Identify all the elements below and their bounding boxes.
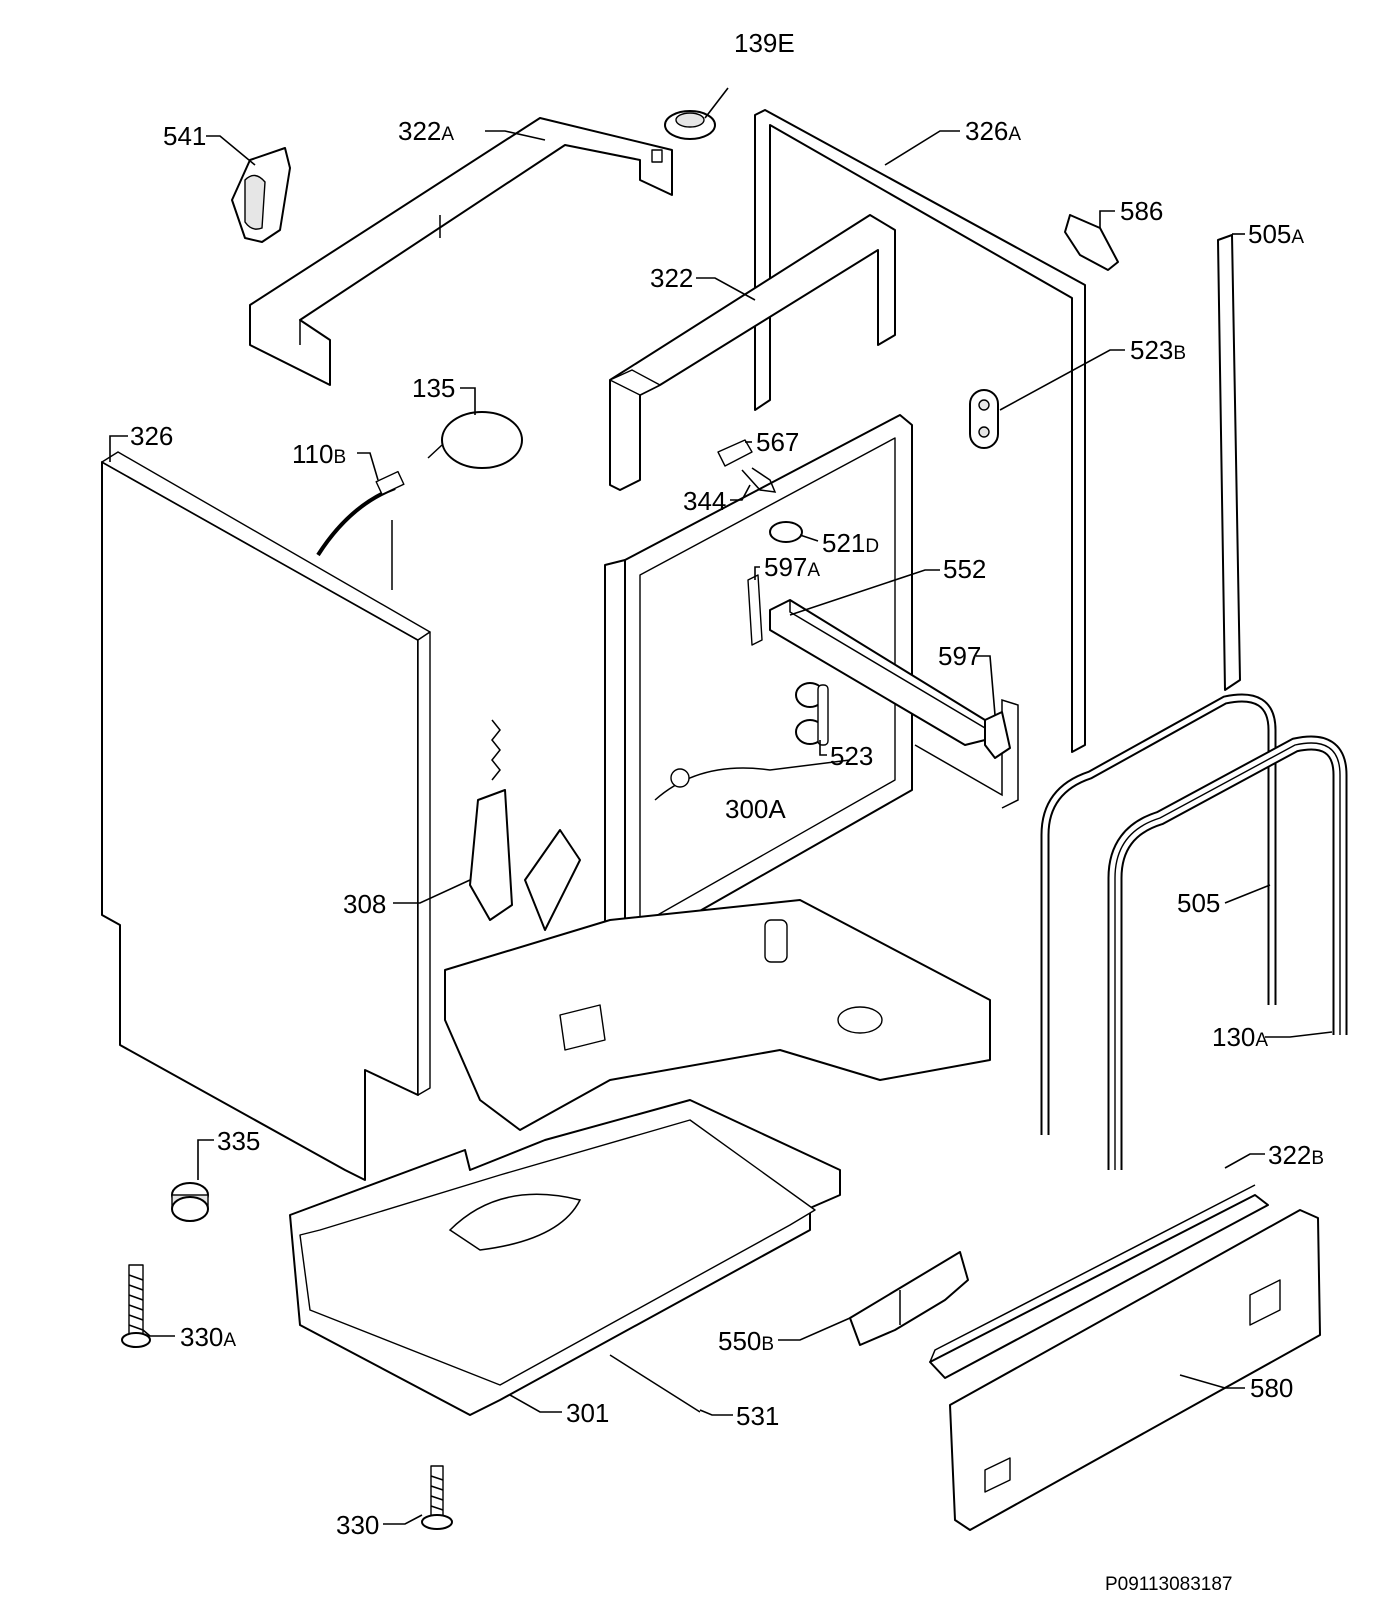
label-135: 135 (412, 373, 455, 403)
label-322a: 322A (398, 116, 454, 146)
top-bracket-322a (249, 117, 673, 386)
screw-330a (121, 1264, 151, 1348)
spring-344 (741, 467, 777, 493)
plug-521d (769, 521, 803, 543)
tub-300a (604, 414, 913, 946)
nut-335 (171, 1182, 209, 1222)
clip-567 (717, 439, 753, 467)
grommet-523b (969, 389, 999, 449)
base-frame (444, 899, 991, 1131)
label-139e: 139E (734, 28, 795, 58)
label-541: 541 (163, 121, 206, 151)
clip-541 (231, 147, 291, 243)
diagram-code: P09113083187 (1105, 1574, 1233, 1595)
label-552: 552 (943, 554, 986, 584)
label-300a: 300A (725, 794, 786, 824)
label-521d: 521D (822, 528, 879, 558)
label-597: 597 (938, 641, 981, 671)
bracket-550b (849, 1251, 969, 1346)
kickplate-580 (949, 1209, 1321, 1531)
label-523: 523 (830, 741, 873, 771)
bushings-523 (795, 682, 829, 746)
label-550b: 550B (718, 1326, 774, 1356)
float-135 (427, 411, 523, 469)
label-580: 580 (1250, 1373, 1293, 1403)
label-523b: 523B (1130, 335, 1186, 365)
hose-110b (316, 470, 405, 590)
label-597a: 597A (764, 552, 820, 582)
hinge-308 (469, 719, 581, 931)
base-tray-301 (289, 1099, 841, 1416)
rail-322b (929, 1184, 1269, 1379)
label-130a: 130A (1212, 1022, 1268, 1052)
label-308: 308 (343, 889, 386, 919)
label-322b: 322B (1268, 1140, 1324, 1170)
label-110b: 110B (292, 439, 346, 469)
label-330: 330 (336, 1510, 379, 1540)
label-344: 344 (683, 486, 726, 516)
side-panel-326 (101, 451, 431, 1181)
label-330a: 330A (180, 1322, 236, 1352)
back-frame-326a (754, 109, 1086, 809)
label-567: 567 (756, 427, 799, 457)
bracket-586 (1064, 214, 1119, 271)
top-frame-322 (609, 214, 896, 491)
seal-505 (1040, 693, 1277, 1135)
label-505: 505 (1177, 888, 1220, 918)
strip-505a (1217, 234, 1241, 691)
label-586: 586 (1120, 196, 1163, 226)
label-322: 322 (650, 263, 693, 293)
seal-130a (1107, 735, 1348, 1170)
clip-597 (984, 711, 1011, 759)
rail-552 (769, 599, 986, 746)
label-301: 301 (566, 1398, 609, 1428)
screw-330 (421, 1465, 453, 1530)
label-531: 531 (736, 1401, 779, 1431)
label-326a: 326A (965, 116, 1021, 146)
label-335: 335 (217, 1126, 260, 1156)
label-505a: 505A (1248, 219, 1304, 249)
rod-531 (609, 1354, 701, 1413)
leader-lines (109, 87, 1333, 1525)
knob-139e (664, 110, 716, 140)
label-326: 326 (130, 421, 173, 451)
part-labels: 139E 541 322A 326A 586 505A 322 523B 135… (130, 28, 1324, 1540)
